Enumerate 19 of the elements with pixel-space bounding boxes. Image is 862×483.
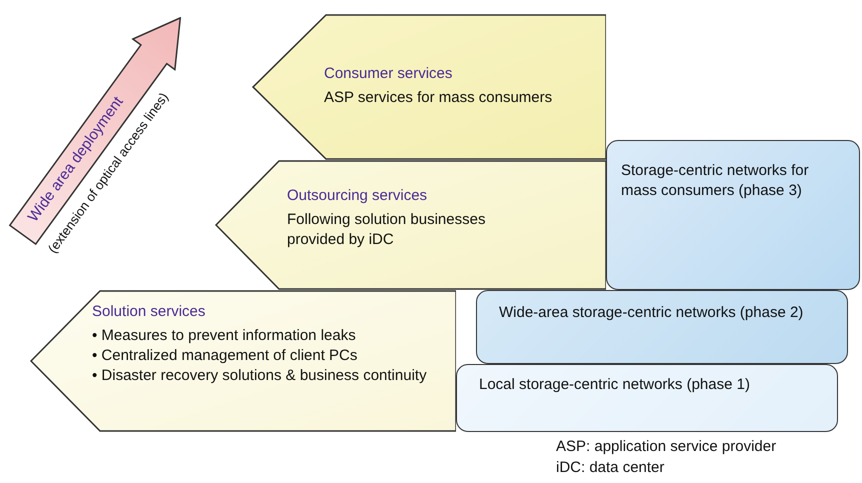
tier-description: ASP services for mass consumers bbox=[324, 88, 554, 108]
tier-description: • Centralized management of client PCs bbox=[92, 346, 358, 366]
tier-heading: Solution services bbox=[92, 302, 206, 322]
service-tier-banner bbox=[215, 160, 606, 290]
tier-description: • Measures to prevent information leaks bbox=[92, 326, 357, 346]
tier-description: Following solution businesses provided by iDC bbox=[287, 210, 486, 250]
phase-label: Local storage-centric networks (phase 1) bbox=[479, 375, 751, 395]
abbreviation-note: iDC: data center bbox=[556, 459, 664, 476]
tier-heading: Outsourcing services bbox=[287, 186, 428, 206]
network-phase-box bbox=[476, 290, 848, 364]
tier-heading: Consumer services bbox=[324, 64, 454, 84]
phase-label: Storage-centric networks for mass consumers (phase 3) bbox=[621, 161, 810, 201]
network-phase-box bbox=[456, 364, 838, 432]
tier-description: • Disaster recovery solutions & business continuity bbox=[92, 366, 428, 386]
network-phase-box bbox=[606, 140, 860, 290]
service-tier-banner bbox=[252, 14, 606, 160]
abbreviation-note: ASP: application service provider bbox=[556, 438, 776, 455]
service-tier-banner bbox=[30, 290, 456, 432]
phase-label: Wide-area storage-centric networks (phase 2) bbox=[499, 303, 804, 323]
